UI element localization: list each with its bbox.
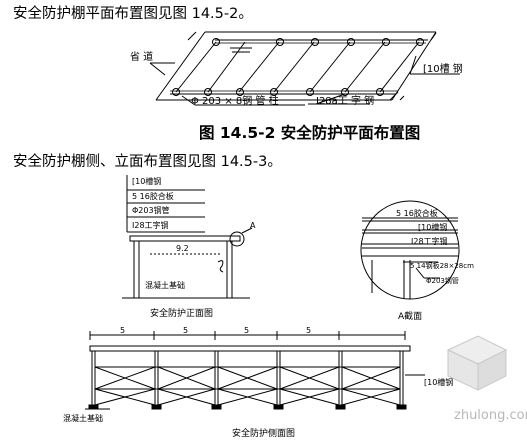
watermark-logo-icon [446,335,508,391]
side-dim-2: 5 [183,326,188,335]
detail-label-pipe: Φ203钢管 [426,276,459,285]
road-hatch [149,31,437,101]
side-ground-label: 混凝土基础 [63,413,103,423]
side-elevation [85,331,425,410]
span-dimension: 9.2 [176,244,189,253]
pipe-columns [172,38,424,96]
layer-label-4: I28工字钢 [132,220,169,230]
side-dim-4: 5 [306,326,311,335]
paragraph-plan-intro: 安全防护棚平面布置图见图 14.5-2。 [13,6,253,22]
front-caption: 安全防护正面图 [150,307,213,319]
channel-label: [10槽 钢 [423,62,463,75]
detail-caption: A截面 [398,310,422,322]
front-elevation [122,175,253,299]
watermark-text: zhulong.com [454,408,527,423]
ibeam-label: I28a工 字 钢 [316,94,374,107]
side-caption: 安全防护侧面图 [232,427,295,439]
plan-view [149,31,460,106]
figure-caption: 图 14.5-2 安全防护平面布置图 [199,124,421,142]
paragraph-elevation-intro: 安全防护棚侧、立面布置图见图 14.5-3。 [13,154,282,170]
detail-label-ibeam: I28工字钢 [411,236,448,246]
section-marker-a: A [250,221,256,230]
cross-beams [175,41,420,93]
layer-label-1: [10槽钢 [132,176,161,186]
detail-a [360,200,460,300]
detail-label-plywood: 5 16胶合板 [396,208,438,218]
road-label: 省 道 [130,50,153,63]
steel-pipe-label: Φ 203 × 8钢 管 柱 [191,94,279,107]
layer-label-3: Φ203钢管 [132,205,170,215]
front-ground-label: 混凝土基础 [145,280,185,290]
detail-label-channel: [10槽钢 [418,222,447,232]
side-dim-1: 5 [120,326,125,335]
layer-label-2: 5 16胶合板 [132,191,174,201]
side-channel-label: [10槽钢 [424,377,453,387]
side-dim-3: 5 [244,326,249,335]
detail-label-plate: 5 14钢板28×28cm [410,261,474,270]
